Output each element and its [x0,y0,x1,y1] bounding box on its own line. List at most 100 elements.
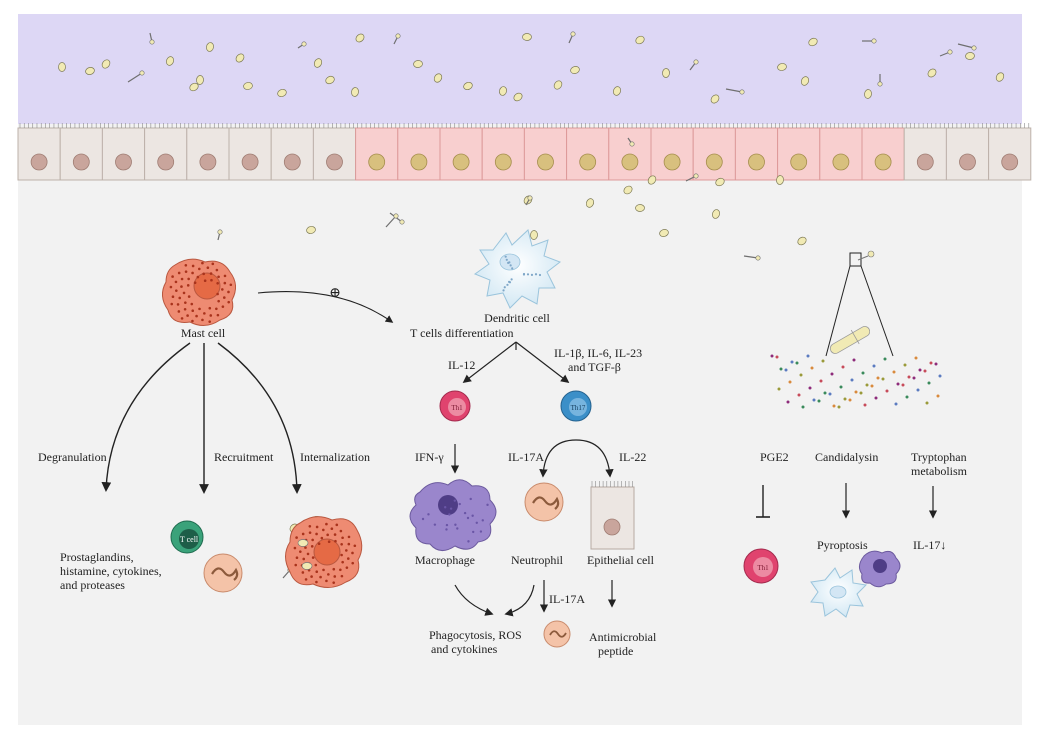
phago-line2: and cytokines [431,642,498,656]
yeast-34 [623,185,633,195]
mast-to-tcell-arrow [257,291,394,323]
epithelial-cell-20 [819,123,863,181]
epithelial-cell-17 [692,123,736,181]
pge2-label: PGE2 [760,450,789,464]
tissue-background [18,120,1022,725]
yeast-42 [306,226,316,234]
amp-line1: Antimicrobial [589,630,657,644]
epithelial-cell-14 [566,123,610,181]
epithelial-cell-22 [903,123,947,181]
yeast-22 [635,35,645,45]
epithelial-cell-6 [228,123,272,181]
yeast-25 [777,63,787,71]
yeast-6 [196,75,204,85]
degranulation-arrow [101,342,191,492]
yeast-38 [712,209,720,219]
recruitment-label: Recruitment [214,450,274,464]
t-cell-label: T cell [180,535,199,544]
epithelial-cell-9 [355,123,399,181]
yeast-29 [927,68,937,78]
epithelial-cell-15 [608,123,652,181]
mast-cell-label: Mast cell [181,326,226,340]
il-th17-line1: IL-1β, IL-6, IL-23 [554,346,642,360]
il17a-2-label: IL-17A [549,592,585,606]
internalization-label: Internalization [300,450,370,464]
yeast-39 [797,236,807,246]
macrophage-label: Macrophage [415,553,475,567]
yeast-28 [864,89,872,99]
th1-label: Th1 [451,404,463,412]
epithelial-cell-4 [144,123,188,181]
pyroptotic-dendritic-cell [810,567,868,618]
yeast-23 [662,68,670,78]
hypha-1 [127,72,143,83]
epithelial-cell-10 [397,123,441,181]
yeast-2 [101,59,111,69]
yeast-21 [613,86,621,96]
yeast-40 [530,230,538,240]
to-th17-arrow [515,341,570,384]
yeast-33 [206,42,214,52]
plus-sign: ⊕ [329,286,341,301]
to-th1-arrow [462,341,517,384]
yeast-26 [800,76,810,86]
yeast-7 [235,53,245,63]
il22-label: IL-22 [619,450,646,464]
yeast-30 [965,52,975,60]
yeast-13 [413,60,423,68]
epithelial-cell-21 [861,123,905,181]
epithelial-cell-19 [777,123,821,181]
yeast-32 [277,88,287,98]
yeast-31 [995,72,1005,82]
yeast-24 [710,94,720,104]
trp-line2: metabolism [911,464,968,478]
hypha-7 [725,88,743,93]
yeast-44 [715,177,725,187]
il-th17-line2: and TGF-β [568,360,621,374]
il22-arrow [575,439,614,478]
lumen-region [18,14,1022,124]
mast-cell [162,258,236,326]
epithelial-cell-2 [59,123,103,181]
neutrophil [524,482,564,522]
th17-cell: Th17 [560,390,592,422]
t-cell: T cell [170,520,204,554]
yeast-17 [513,92,523,102]
yeast-15 [463,81,473,91]
th17-label: Th17 [571,404,586,412]
th1-right-label: Th1 [757,564,769,572]
small-neutrophil [543,620,571,648]
neutrophil-to-phago-arrow [504,584,535,617]
yeast-20 [570,66,580,74]
yeast-1 [58,62,66,72]
th1-cell: Th1 [439,390,471,422]
yeast-9 [313,58,323,68]
epithelial-cell-8 [312,123,357,181]
yeast-11 [351,87,359,97]
il12-label: IL-12 [448,358,475,372]
zoom-inset [770,252,942,409]
epithelial-cell-16 [650,123,694,181]
epithelial-cell-11 [439,123,483,181]
epithelial-cell-5 [186,123,230,181]
yeast-4 [166,56,174,66]
epithelial-cell-12 [481,123,525,181]
epithelial-cell-7 [270,123,314,181]
epithelium-layer [17,123,1032,181]
yeast-19 [553,80,563,90]
yeast-43 [585,198,595,208]
pyroptosis-label: Pyroptosis [817,538,868,552]
internalizing-mast-cell [285,516,363,588]
prostaglandins-line2: histamine, cytokines, [60,564,162,578]
trp-line1: Tryptophan [911,450,967,464]
yeast-37 [659,229,669,237]
epithelial-cell-13 [523,123,568,181]
epithelial-cell-3 [101,123,146,181]
yeast-10 [325,75,335,85]
prostaglandins-line1: Prostaglandins, [60,550,134,564]
yeast-5 [189,82,199,92]
yeast-8 [243,82,253,90]
candidalysin-label: Candidalysin [815,450,878,464]
